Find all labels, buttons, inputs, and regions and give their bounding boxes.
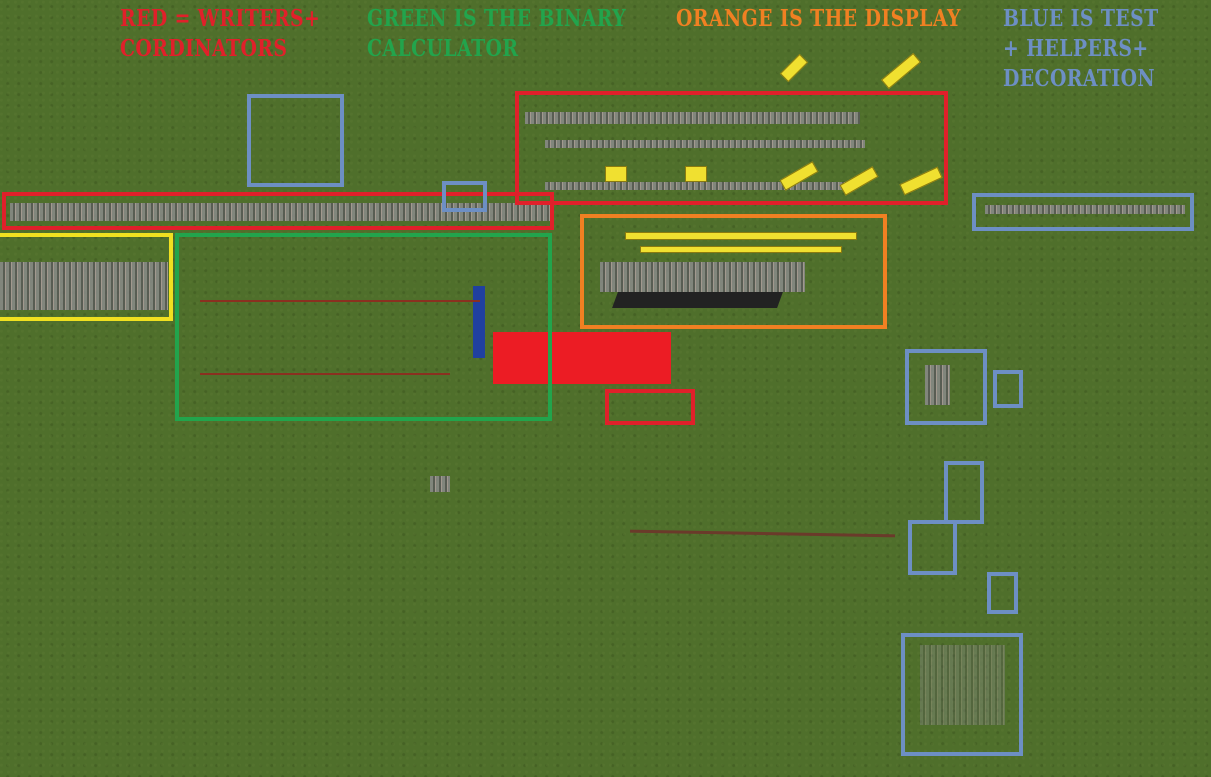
gold-block	[605, 166, 627, 182]
calculator-wiring-2	[200, 373, 450, 375]
legend-red-line-2: Cordinators	[120, 35, 288, 62]
legend-blue-line-3: decoration	[1003, 65, 1156, 92]
display-structure	[600, 262, 805, 292]
blue-box	[972, 193, 1194, 231]
blue-box	[944, 461, 984, 524]
gold-block	[779, 53, 809, 83]
legend-blue-line-2: + helpers+	[1003, 35, 1149, 62]
gold-block	[685, 166, 707, 182]
blue-box	[905, 349, 987, 425]
legend-green-line-1: Green is the binary	[367, 5, 627, 32]
legend-red: Red = Writers+ Cordinators	[120, 4, 320, 64]
blue-build	[925, 365, 950, 405]
redstone-line	[629, 529, 896, 538]
blue-box	[442, 181, 487, 212]
blue-box	[993, 370, 1023, 408]
legend-orange-line-1: Orange is the display	[676, 5, 961, 32]
test-strip-structure	[985, 205, 1185, 214]
red-box-writers	[2, 192, 554, 230]
calculator-wiring	[200, 300, 480, 302]
small-build	[430, 476, 450, 492]
display-wiring	[625, 232, 857, 240]
orange-box-display	[580, 214, 887, 329]
red-box-small	[605, 389, 695, 425]
coordinator-structure-2	[545, 140, 865, 148]
red-filled-block	[493, 332, 671, 384]
blue-wool-column	[473, 286, 485, 358]
blue-box	[908, 520, 957, 575]
red-box-coordinators	[515, 91, 948, 205]
legend-green: Green is the binary calculator	[367, 4, 626, 64]
gold-block	[881, 52, 921, 90]
legend-orange: Orange is the display	[676, 4, 961, 34]
blue-box	[901, 633, 1023, 756]
blue-box	[987, 572, 1018, 614]
blue-box	[247, 94, 344, 187]
coordinator-structure-3	[545, 182, 845, 190]
writer-rail-structure	[10, 203, 550, 221]
legend-red-line-1: Red = Writers+	[120, 5, 321, 32]
blue-build	[920, 645, 1005, 725]
green-box-calculator	[175, 233, 552, 421]
coordinator-structure	[525, 112, 860, 124]
yellow-box	[0, 233, 173, 321]
display-wiring-2	[640, 246, 842, 253]
yellow-area-structure	[0, 262, 168, 310]
legend-green-line-2: calculator	[367, 35, 519, 62]
legend-blue: Blue is test + helpers+ decoration	[1003, 4, 1159, 94]
legend-blue-line-1: Blue is test	[1003, 5, 1159, 32]
